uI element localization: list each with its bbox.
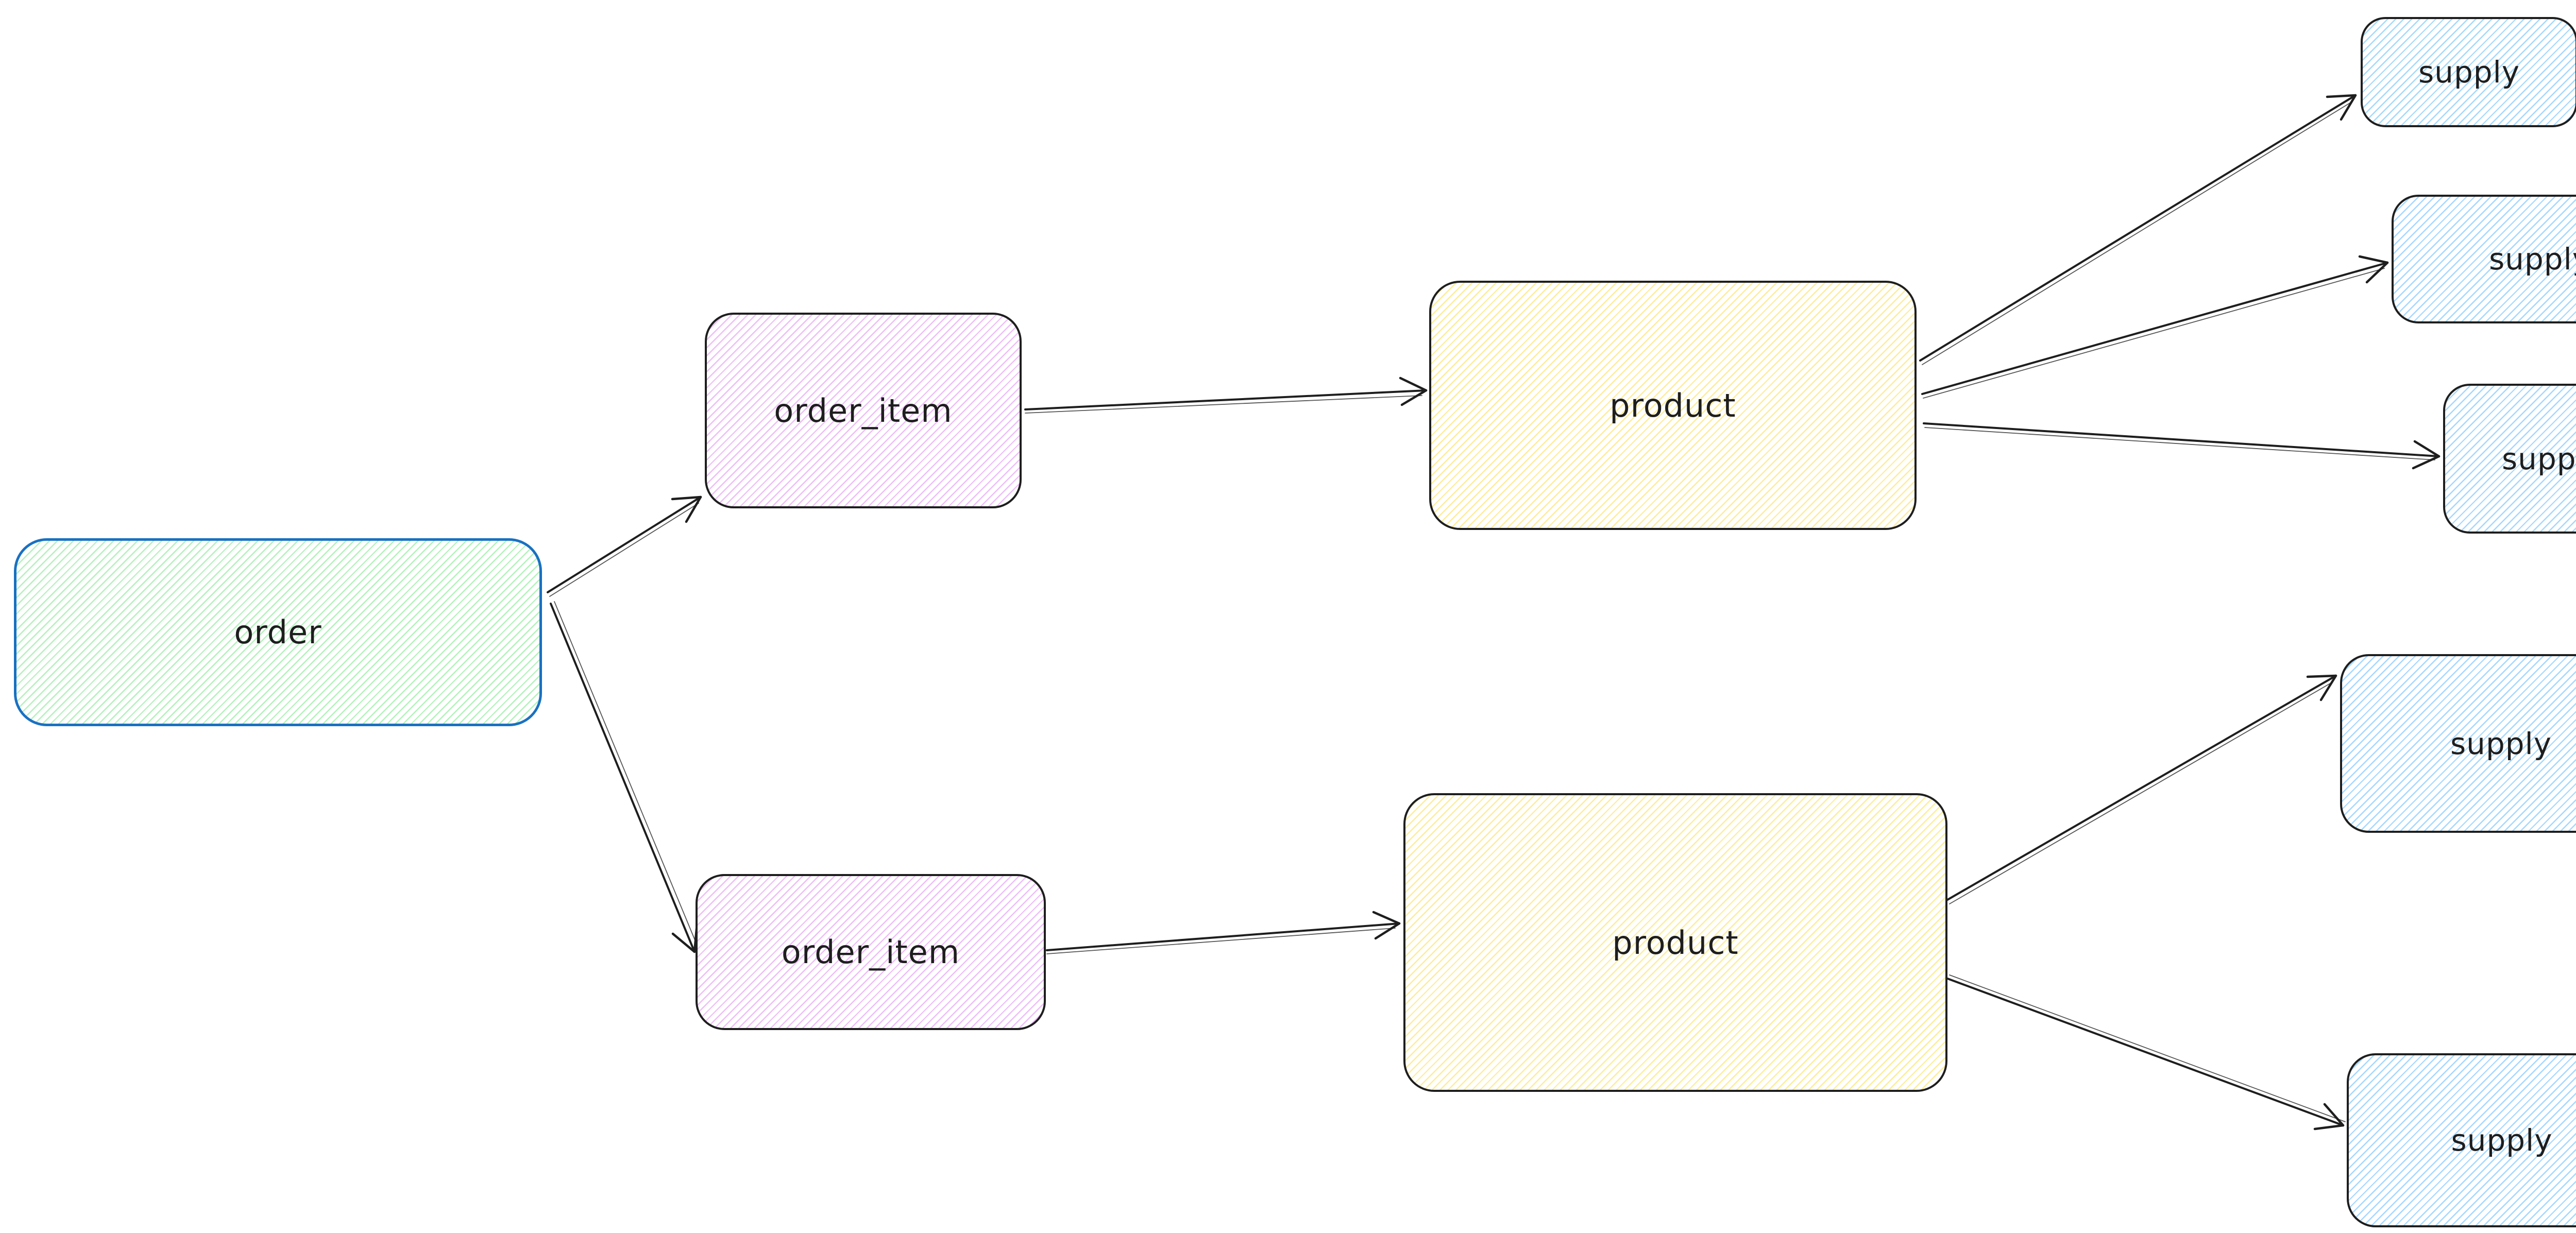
arrow-product-2-to-supply-5[interactable]	[1946, 974, 2346, 1131]
node-supply-3[interactable]: supply	[2443, 384, 2576, 534]
node-product-2[interactable]: product	[1403, 793, 1947, 1092]
node-order-item-1-label: order_item	[774, 391, 953, 430]
node-order-label: order	[234, 613, 322, 651]
arrow-product-1-to-supply-2[interactable]	[1921, 255, 2389, 399]
node-product-2-label: product	[1612, 923, 1739, 962]
node-supply-3-label: supply	[2501, 441, 2576, 476]
node-supply-4-label: supply	[2450, 726, 2552, 761]
node-supply-2[interactable]: supply	[2392, 195, 2576, 323]
node-supply-5-label: supply	[2451, 1123, 2553, 1158]
node-order-item-2-label: order_item	[781, 933, 960, 971]
arrow-order-item-1-to-product-1[interactable]	[1024, 376, 1428, 414]
arrow-product-1-to-supply-3[interactable]	[1923, 422, 2441, 470]
node-order-item-2[interactable]: order_item	[696, 874, 1046, 1030]
arrow-order-item-2-to-product-2[interactable]	[1046, 911, 1401, 954]
node-supply-4[interactable]: supply	[2340, 654, 2576, 833]
arrow-order-to-order-item-2[interactable]	[550, 601, 699, 953]
node-supply-2-label: supply	[2488, 242, 2576, 277]
node-order[interactable]: order	[14, 538, 542, 726]
node-supply-1-label: supply	[2418, 55, 2520, 90]
arrow-product-2-to-supply-4[interactable]	[1946, 674, 2337, 904]
node-product-1[interactable]: product	[1429, 281, 1917, 530]
node-product-1-label: product	[1609, 386, 1736, 424]
node-supply-1[interactable]: supply	[2361, 17, 2576, 127]
node-supply-5[interactable]: supply	[2347, 1053, 2576, 1227]
node-order-item-1[interactable]: order_item	[705, 313, 1022, 508]
arrow-order-to-order-item-1[interactable]	[547, 495, 702, 597]
arrow-product-1-to-supply-1[interactable]	[1919, 94, 2357, 365]
